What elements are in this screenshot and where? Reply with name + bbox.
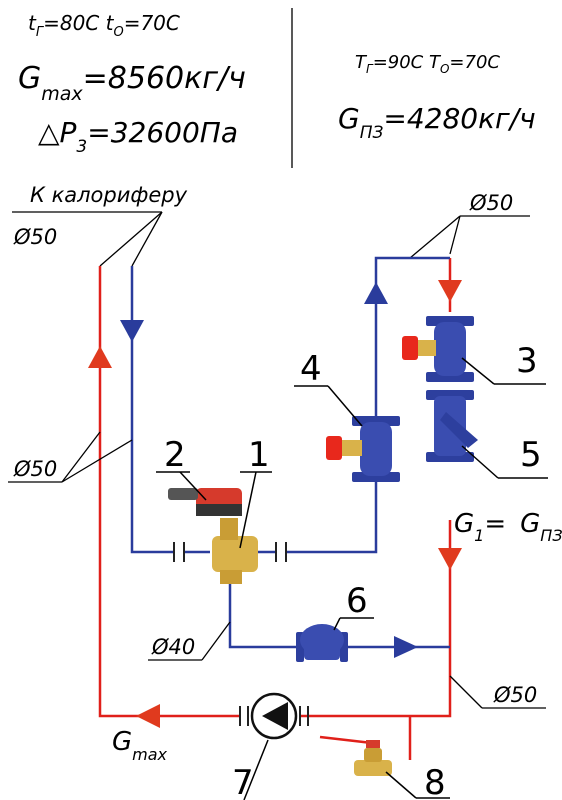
flow-arrows bbox=[88, 280, 462, 728]
valve-3 bbox=[402, 316, 474, 382]
leader-line bbox=[409, 215, 461, 259]
diameter-label-left: Ø50 bbox=[13, 457, 57, 481]
pipes bbox=[98, 256, 452, 760]
diameter-callouts: Ø50 Ø40 Ø50 bbox=[8, 431, 546, 709]
handwheel-icon bbox=[402, 336, 418, 360]
callouts: 1 2 3 4 5 6 7 8 bbox=[156, 341, 548, 800]
bypass-pipe bbox=[228, 582, 296, 649]
flow-label-g1: G1=GПЗ bbox=[454, 509, 562, 545]
callout-number-2: 2 bbox=[164, 435, 186, 475]
gmax-formula: Gmax=8560кг/ч bbox=[18, 61, 246, 105]
arrow-right-blue-icon bbox=[394, 636, 418, 658]
diameter-label-top-right: Ø50 bbox=[469, 191, 513, 215]
callout-number-6: 6 bbox=[346, 581, 368, 621]
return-pipe-left bbox=[130, 266, 174, 554]
flange-marks bbox=[173, 542, 309, 726]
leader-line bbox=[449, 215, 461, 255]
arrow-down-blue-icon bbox=[120, 320, 144, 342]
callout-number-4: 4 bbox=[300, 349, 322, 389]
diameter-label-bottom: Ø50 bbox=[493, 683, 537, 707]
leader-line bbox=[131, 211, 163, 267]
pump-7 bbox=[250, 692, 298, 740]
supply-pipe-right bbox=[300, 520, 452, 718]
ball-valve-8 bbox=[354, 740, 392, 776]
arrow-down-red-icon bbox=[438, 548, 462, 570]
supply-pipe-left bbox=[98, 266, 240, 718]
callout-number-3: 3 bbox=[516, 341, 538, 381]
callout-number-7: 7 bbox=[232, 763, 254, 800]
header-left: tГ=80C tO=70C Gmax=8560кг/ч △P3=32600Па bbox=[18, 11, 246, 157]
actuator-2 bbox=[168, 488, 242, 516]
drain-handle-pipe bbox=[319, 735, 373, 745]
arrow-up-red-icon bbox=[88, 346, 112, 368]
return-pipe-right bbox=[286, 256, 450, 554]
arrow-up-blue-icon bbox=[364, 282, 388, 304]
diameter-label-top-right-group: Ø50 bbox=[409, 191, 530, 259]
temps-right: TГ=90C TO=70C bbox=[355, 52, 500, 76]
pressure-drop-formula: △P3=32600Па bbox=[38, 116, 238, 157]
three-way-valve-1 bbox=[212, 518, 258, 584]
valve-4 bbox=[326, 416, 400, 482]
pump-direction-icon bbox=[262, 702, 288, 730]
arrow-left-red-icon bbox=[136, 704, 160, 728]
callout-number-1: 1 bbox=[248, 435, 270, 475]
check-valve-6 bbox=[296, 624, 348, 662]
leader-line bbox=[99, 211, 163, 267]
to-heater-label: К калориферу bbox=[30, 183, 188, 207]
to-heater-label-group: К калориферу Ø50 bbox=[12, 183, 188, 267]
arrow-down-red-icon bbox=[438, 280, 462, 302]
callout-number-5: 5 bbox=[520, 435, 542, 475]
cable-gland-icon bbox=[168, 488, 198, 500]
flow-label-gmax: Gmax bbox=[112, 727, 168, 764]
header-right: TГ=90C TO=70C GПЗ=4280кг/ч bbox=[338, 52, 536, 143]
gpz-formula: GПЗ=4280кг/ч bbox=[338, 102, 536, 143]
handwheel-icon bbox=[326, 436, 342, 460]
temps-left: tГ=80C tO=70C bbox=[28, 11, 180, 40]
callout-number-8: 8 bbox=[424, 763, 446, 800]
diameter-label-top-left: Ø50 bbox=[13, 225, 57, 249]
diameter-label-bypass: Ø40 bbox=[151, 635, 195, 659]
strainer-5 bbox=[426, 390, 478, 462]
lever-icon bbox=[366, 740, 380, 748]
